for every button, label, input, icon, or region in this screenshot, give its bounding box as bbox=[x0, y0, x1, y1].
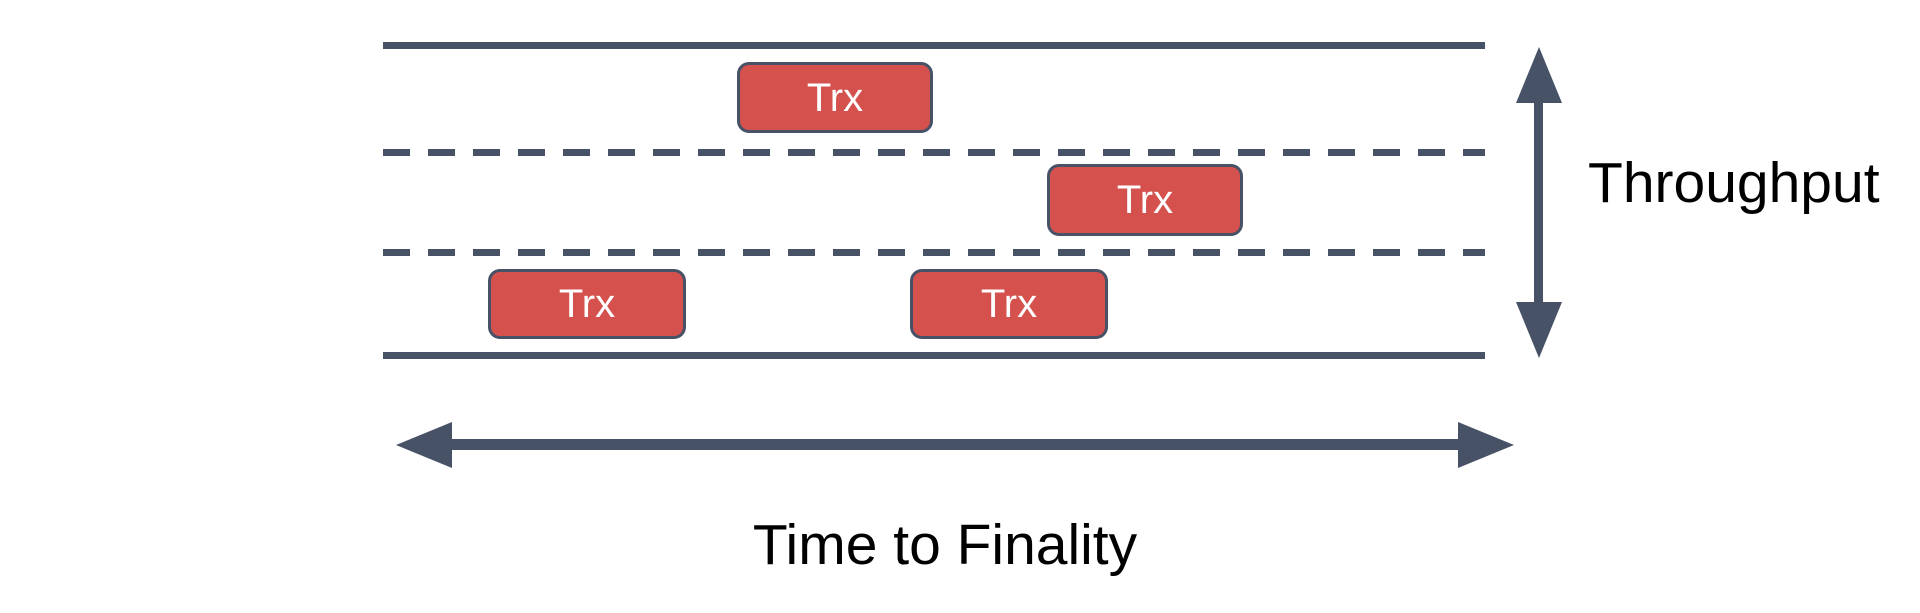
trx-label: Trx bbox=[980, 282, 1038, 326]
trx-box: Trx bbox=[488, 269, 686, 339]
trx-box: Trx bbox=[1047, 164, 1243, 236]
trx-box: Trx bbox=[737, 62, 933, 133]
throughput-label: Throughput bbox=[1588, 151, 1880, 215]
throughput-arrow bbox=[1534, 95, 1543, 313]
arrow-up-head-icon bbox=[1516, 47, 1562, 103]
trx-box: Trx bbox=[910, 269, 1108, 339]
lane-divider-2 bbox=[383, 249, 1485, 256]
time-to-finality-arrow bbox=[445, 439, 1470, 450]
arrow-right-head-icon bbox=[1458, 422, 1514, 468]
trx-label: Trx bbox=[558, 282, 616, 326]
arrow-down-head-icon bbox=[1516, 302, 1562, 358]
trx-label: Trx bbox=[806, 75, 864, 120]
lane-line-bottom bbox=[383, 352, 1485, 359]
time-to-finality-label: Time to Finality bbox=[752, 513, 1138, 577]
trx-label: Trx bbox=[1116, 178, 1174, 222]
lane-divider-1 bbox=[383, 149, 1485, 156]
arrow-left-head-icon bbox=[396, 422, 452, 468]
lane-line-top bbox=[383, 42, 1485, 49]
